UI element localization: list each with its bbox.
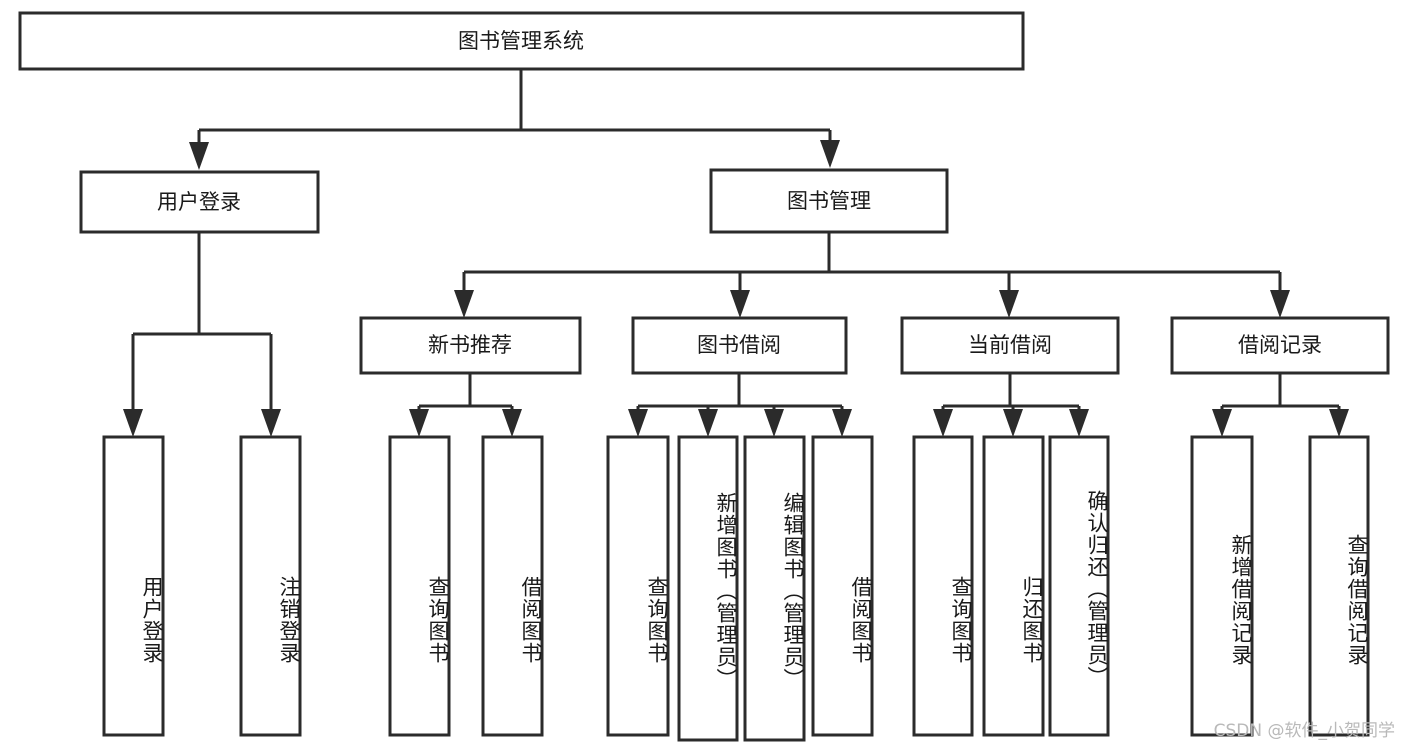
arrow-head-leaf-add-book-admin (698, 409, 718, 437)
leaf-box-query-book-rec (388, 435, 451, 737)
arrow-head-leaf-edit-book-admin (764, 409, 784, 437)
node-root: 图书管理系统 (18, 11, 1025, 71)
book-manage-label: 图书管理 (787, 189, 871, 213)
node-book-manage: 图书管理 (709, 168, 949, 234)
csdn-watermark: CSDN @软件_小贺同学 (1213, 721, 1395, 741)
node-borrow-record: 借阅记录 (1170, 316, 1390, 375)
node-user-login: 用户登录 (79, 170, 320, 234)
leaf-box-edit-book-admin (743, 435, 806, 742)
borrow-record-label: 借阅记录 (1238, 333, 1322, 357)
current-borrow-label: 当前借阅 (968, 333, 1052, 357)
arrow-head-leaf-logout-login (261, 409, 281, 437)
root-label: 图书管理系统 (458, 29, 584, 53)
node-book-borrow: 图书借阅 (631, 316, 848, 375)
leaf-box-borrow-book-borrow (811, 435, 874, 737)
user-login-label: 用户登录 (157, 190, 241, 214)
arrow-head-bookmanage (820, 140, 840, 168)
book-borrow-box (631, 316, 848, 375)
book-manage-box (709, 168, 949, 234)
leaf-box-confirm-return-admin (1048, 435, 1110, 737)
arrow-head-userlogin (189, 142, 209, 170)
leaf-box-user-login (102, 435, 165, 737)
arrow-head-leaf-borrow-book-rec (502, 409, 522, 437)
arrow-head-leaf-add-borrow-record (1212, 409, 1232, 437)
arrow-head-leaf-return-book (1003, 409, 1023, 437)
current-borrow-box (900, 316, 1120, 375)
arrow-head-borrowrecord (1270, 290, 1290, 318)
leaf-box-return-book (982, 435, 1045, 737)
arrow-head-newbook (454, 290, 474, 318)
leaf-box-borrow-book-rec (481, 435, 544, 737)
node-new-book-recommend: 新书推荐 (359, 316, 582, 375)
arrow-head-leaf-query-book-current (933, 409, 953, 437)
root-box (18, 11, 1025, 71)
new-book-recommend-box (359, 316, 582, 375)
arrow-head-bookborrow (730, 290, 750, 318)
arrow-head-leaf-borrow-book-borrow (832, 409, 852, 437)
book-borrow-label: 图书借阅 (697, 333, 781, 357)
arrow-head-leaf-query-borrow-record (1329, 409, 1349, 437)
arrow-head-leaf-query-book-borrow (628, 409, 648, 437)
leaf-box-query-book-current (912, 435, 974, 737)
arrow-head-currentborrow (999, 290, 1019, 318)
node-current-borrow: 当前借阅 (900, 316, 1120, 375)
leaf-box-logout-login (239, 435, 302, 737)
arrow-head-leaf-confirm-return-admin (1069, 409, 1089, 437)
new-book-recommend-label: 新书推荐 (428, 333, 512, 357)
leaf-box-add-borrow-record (1190, 435, 1254, 737)
leaf-box-query-borrow-record (1308, 435, 1370, 737)
leaf-box-add-book-admin (677, 435, 739, 742)
leaf-box-query-book-borrow (606, 435, 670, 737)
arrow-head-leaf-user-login (123, 409, 143, 437)
borrow-record-box (1170, 316, 1390, 375)
arrow-head-leaf-query-book-rec (409, 409, 429, 437)
